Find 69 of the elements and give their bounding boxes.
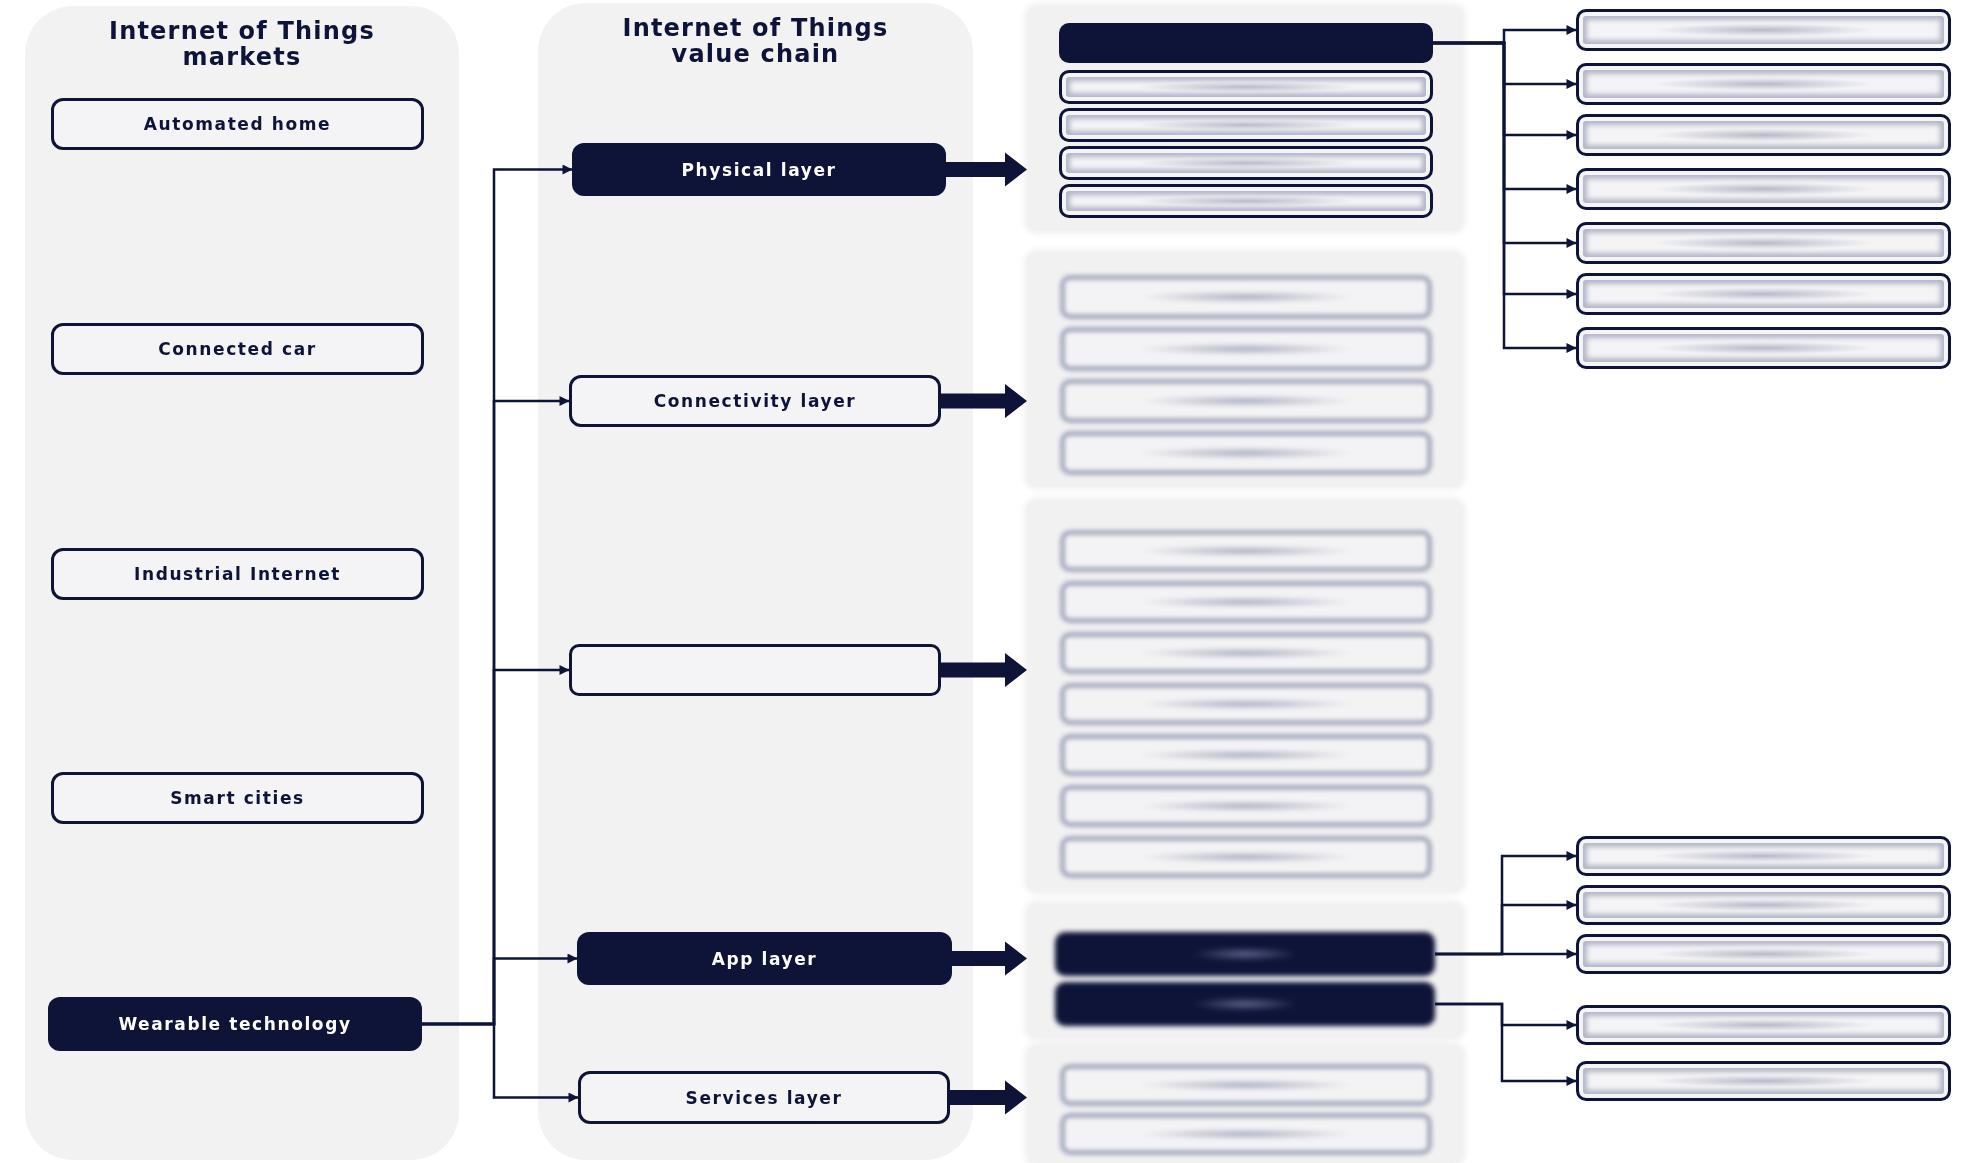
market-label: Industrial Internet (134, 564, 341, 584)
market-label: Automated home (143, 114, 332, 134)
layer-label: Connectivity layer (653, 391, 857, 411)
market-label: Wearable technology (118, 1014, 352, 1034)
blurred-row (1060, 785, 1432, 827)
blurred-row (1576, 1005, 1951, 1045)
blurred-row (1060, 327, 1432, 371)
blurred-row (1576, 1061, 1951, 1101)
connector-arrow (1433, 41, 1577, 353)
column-panel (538, 3, 973, 1160)
market-label: Connected car (158, 339, 317, 359)
layer-box (569, 375, 941, 427)
blurred-row (1060, 379, 1432, 423)
blurred-row (1576, 885, 1951, 925)
blurred-row (1576, 273, 1951, 315)
blurred-row (1055, 932, 1435, 976)
blurred-row (1060, 683, 1432, 725)
blurred-row (1576, 836, 1951, 876)
blurred-row (1060, 632, 1432, 674)
blurred-row (1055, 982, 1435, 1026)
blurred-row (1060, 1064, 1432, 1106)
market-box (51, 98, 424, 150)
connector-arrow (422, 1022, 579, 1103)
blurred-row (1060, 275, 1432, 319)
blurred-row (1059, 184, 1433, 218)
blurred-row (1576, 222, 1951, 264)
blurred-group-panel (1027, 1045, 1463, 1163)
block-arrow (952, 941, 1027, 976)
blurred-row (1060, 431, 1432, 475)
blurred-group-panel (1027, 6, 1463, 231)
layer-label: Physical layer (681, 159, 837, 180)
blurred-row (1576, 327, 1951, 369)
blurred-row (1060, 581, 1432, 623)
column-heading: Internet of Things markets (108, 18, 376, 70)
blurred-row (1060, 734, 1432, 776)
layer-label: Services layer (685, 1087, 843, 1108)
layer-box (577, 932, 952, 985)
blurred-group-panel (1027, 903, 1463, 1038)
blurred-row (1576, 63, 1951, 105)
header-bar (1059, 23, 1433, 63)
connector-arrow (1435, 1002, 1577, 1086)
layer-label: App layer (711, 948, 818, 969)
market-box (48, 997, 422, 1051)
market-label: Smart cities (170, 788, 305, 808)
blurred-row (1576, 168, 1951, 210)
blurred-row (1576, 114, 1951, 156)
blurred-row (1060, 530, 1432, 572)
market-box (51, 323, 424, 375)
blurred-row (1060, 836, 1432, 878)
blurred-row (1059, 108, 1433, 142)
blurred-row (1059, 146, 1433, 180)
market-box (51, 772, 424, 824)
connector-arrow (1435, 949, 1577, 959)
block-arrow (946, 152, 1027, 187)
blurred-row (1576, 934, 1951, 974)
blurred-group-panel (1027, 500, 1463, 892)
blurred-row (1059, 70, 1433, 104)
block-arrow (941, 653, 1027, 687)
blurred-row (1060, 1113, 1432, 1155)
block-arrow (941, 384, 1027, 418)
layer-box (578, 1071, 950, 1124)
column-panel (25, 6, 459, 1160)
blurred-group-panel (1027, 252, 1463, 487)
block-arrow (950, 1080, 1027, 1115)
column-heading: Internet of Things value chain (621, 15, 890, 67)
market-box (51, 548, 424, 600)
blurred-row (1576, 9, 1951, 51)
layer-box (569, 644, 941, 696)
layer-box (572, 143, 946, 196)
